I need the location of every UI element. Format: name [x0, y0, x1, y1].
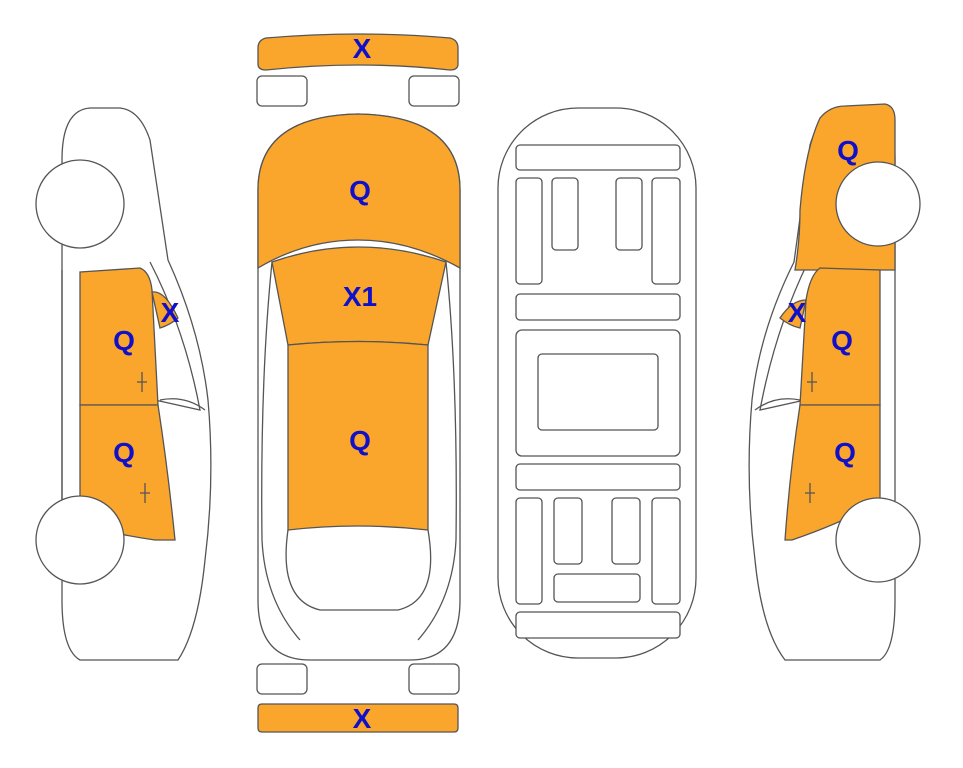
rear-bumper-marker: X	[353, 703, 372, 734]
underbody-rear-right-rail	[651, 497, 681, 605]
underbody-view	[497, 107, 697, 659]
underbody-front-right-inner	[615, 177, 643, 251]
left-side-mirror-line	[159, 398, 206, 411]
left-door-handle-front	[137, 372, 147, 392]
right-front-window-panel	[779, 299, 807, 329]
right-front-window-marker: X	[788, 297, 807, 328]
right-rear-door-marker: Q	[834, 437, 856, 468]
front-bumper-marker: X	[353, 33, 372, 64]
rear-window-line	[285, 529, 432, 611]
underbody-front-right-rail	[651, 177, 681, 285]
left-front-window-marker: X	[161, 297, 180, 328]
right-side-window-line	[759, 261, 809, 411]
rear-bumper-panel	[257, 703, 459, 733]
roof-marker: Q	[349, 425, 371, 456]
underbody-rear-left-rail	[515, 497, 543, 605]
windshield-marker: X1	[343, 281, 377, 312]
top-view: X Q X1 Q X	[256, 33, 461, 734]
left-a-pillar-line	[261, 261, 301, 641]
rear-left-taillight	[256, 663, 308, 695]
left-side-window-line	[149, 261, 201, 411]
underbody-mid-rear-bar	[515, 463, 681, 491]
right-rear-wheel	[835, 497, 921, 583]
left-front-window-panel	[151, 291, 179, 329]
left-front-wheel	[35, 159, 125, 249]
underbody-mid-front-bar	[515, 293, 681, 321]
right-side-mirror-line	[754, 398, 801, 411]
underbody-center-plate	[537, 353, 659, 431]
left-rear-door-marker: Q	[113, 437, 135, 468]
underbody-front-left-rail	[515, 177, 543, 285]
right-door-handle-front	[807, 372, 817, 392]
underbody-rear-bumper-bar	[515, 611, 681, 639]
underbody-front-crossmember	[515, 144, 681, 171]
hood-panel	[257, 113, 461, 270]
underbody-rear-right-inner	[611, 497, 641, 565]
left-door-handle-rear	[140, 483, 150, 503]
underbody-front-left-inner	[551, 177, 579, 251]
right-front-wheel	[835, 161, 921, 247]
hood-marker: Q	[349, 175, 371, 206]
left-front-door-marker: Q	[113, 325, 135, 356]
right-front-door-marker: Q	[831, 325, 853, 356]
right-front-fender-marker: Q	[837, 135, 859, 166]
left-side-view: X Q Q	[35, 107, 212, 661]
underbody-rear-crossmember	[553, 573, 641, 603]
left-front-door-panel	[79, 267, 159, 406]
front-right-headlight	[408, 75, 460, 107]
front-bumper-panel	[257, 33, 459, 71]
underbody-rear-left-inner	[553, 497, 583, 565]
left-rear-wheel	[35, 495, 125, 585]
front-left-headlight	[256, 75, 308, 107]
rear-right-taillight	[408, 663, 460, 695]
right-side-view: Q X Q Q	[748, 103, 921, 661]
right-door-handle-rear	[805, 483, 815, 503]
right-a-pillar-line	[417, 261, 457, 641]
